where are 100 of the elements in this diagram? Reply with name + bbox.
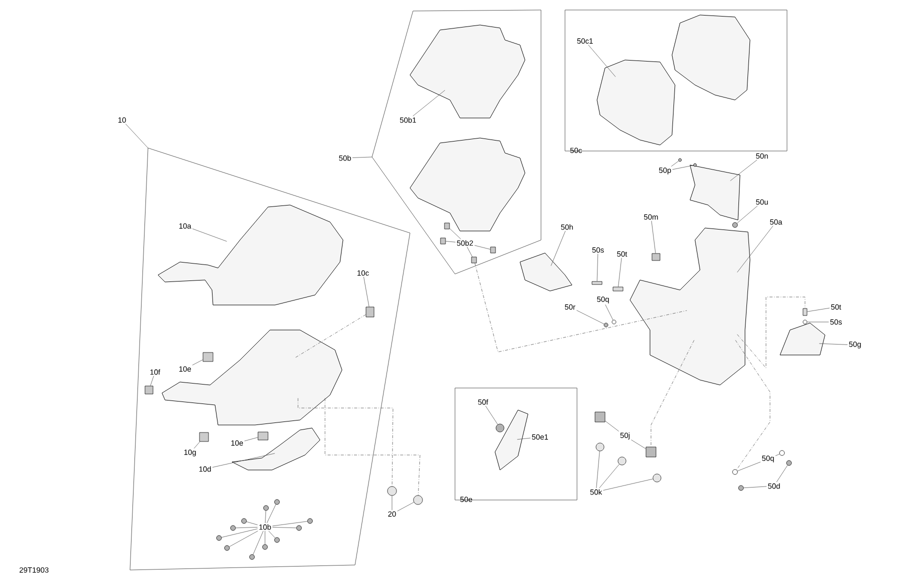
leader-line <box>265 510 266 524</box>
leader-line <box>264 530 266 544</box>
assembly-line <box>474 263 687 352</box>
washer-icon <box>732 469 738 475</box>
leader-line <box>236 527 258 528</box>
heat-shield-drawing <box>232 428 320 470</box>
pin-icon <box>612 286 624 292</box>
clip-icon <box>444 222 450 230</box>
leader-line <box>221 528 258 538</box>
clip-icon <box>144 386 154 394</box>
bumper-icon <box>413 495 423 505</box>
plate-drawing <box>690 164 740 220</box>
screw-icon <box>249 554 255 560</box>
leader-line <box>272 527 296 528</box>
grommet-icon <box>199 432 209 442</box>
frame-drawing <box>630 228 750 386</box>
leader-line <box>807 308 830 312</box>
screw-icon <box>678 158 682 162</box>
assembly-line <box>294 314 366 358</box>
bumper-icon <box>618 456 626 466</box>
leader-line <box>446 241 456 242</box>
leader-line <box>268 530 276 538</box>
assembly-line <box>298 398 394 486</box>
bumper-icon <box>387 486 397 496</box>
leader-line <box>603 478 654 491</box>
assembly-line <box>735 340 770 470</box>
bumper-icon <box>652 474 662 482</box>
screw-icon <box>732 222 738 228</box>
clip-icon <box>652 253 660 261</box>
screw-icon <box>216 535 222 541</box>
screw-icon <box>496 424 504 432</box>
leader-line <box>599 464 620 488</box>
screw-icon <box>230 525 236 531</box>
leader-line <box>730 160 758 181</box>
leader-line <box>266 504 276 524</box>
clip-icon <box>366 306 374 318</box>
handle-drawing <box>520 252 572 292</box>
leader-line <box>272 521 308 526</box>
leader-line <box>450 228 462 240</box>
leader-line <box>125 124 148 148</box>
screw-icon <box>786 460 792 466</box>
screw-icon <box>263 505 269 511</box>
clip-icon <box>440 238 446 244</box>
screw-icon <box>296 525 302 531</box>
leader-line <box>588 44 616 77</box>
leader-line <box>775 454 780 456</box>
washer-icon <box>612 320 616 324</box>
screw-icon <box>274 499 280 505</box>
leader-line <box>744 486 767 488</box>
seat-drawing <box>410 24 526 118</box>
leader-line <box>244 437 258 442</box>
leader-line <box>252 530 264 555</box>
leader-line <box>485 406 498 425</box>
screw-icon <box>738 485 744 491</box>
leader-line <box>596 254 598 282</box>
leader-line <box>352 156 372 158</box>
seat-base-drawing <box>162 330 342 426</box>
group-outline <box>372 10 542 274</box>
seat-drawing <box>158 204 344 306</box>
screw-icon <box>274 537 280 543</box>
screw-icon <box>604 322 608 328</box>
leader-line <box>550 230 566 266</box>
washer-icon <box>779 450 785 456</box>
leader-line <box>776 465 788 482</box>
clip-icon <box>490 246 496 254</box>
leader-line <box>412 90 446 116</box>
pin-icon <box>592 281 602 285</box>
connector-icon <box>594 412 606 422</box>
washer-icon <box>802 320 808 324</box>
leader-line <box>605 304 614 320</box>
leader-line <box>736 206 758 224</box>
screw-icon <box>224 545 230 551</box>
leader-line <box>737 462 761 472</box>
leader-line <box>618 258 622 287</box>
bumper-icon <box>596 442 604 452</box>
screw-icon <box>693 163 697 167</box>
connector-icon <box>646 446 656 458</box>
group-outline <box>130 148 410 570</box>
assembly-line <box>737 296 806 368</box>
leader-line <box>819 343 848 345</box>
leader-line <box>150 376 154 386</box>
leader-line <box>474 245 490 250</box>
leader-line <box>246 522 258 526</box>
leader-line <box>605 420 620 432</box>
leader-line <box>576 310 604 324</box>
leader-line <box>651 220 656 254</box>
leader-line <box>517 438 531 440</box>
leader-line <box>596 450 600 488</box>
leader-line <box>192 360 203 366</box>
screw-icon <box>307 518 313 524</box>
leader-line <box>229 530 258 547</box>
leader-line <box>194 442 200 449</box>
leader-line <box>466 246 472 257</box>
bracket-drawing <box>494 410 528 470</box>
leader-line <box>364 276 370 307</box>
grommet-icon <box>202 352 214 362</box>
screw-icon <box>241 518 247 524</box>
leader-line <box>671 160 679 167</box>
leader-line <box>737 226 774 273</box>
assembly-line <box>324 398 420 496</box>
